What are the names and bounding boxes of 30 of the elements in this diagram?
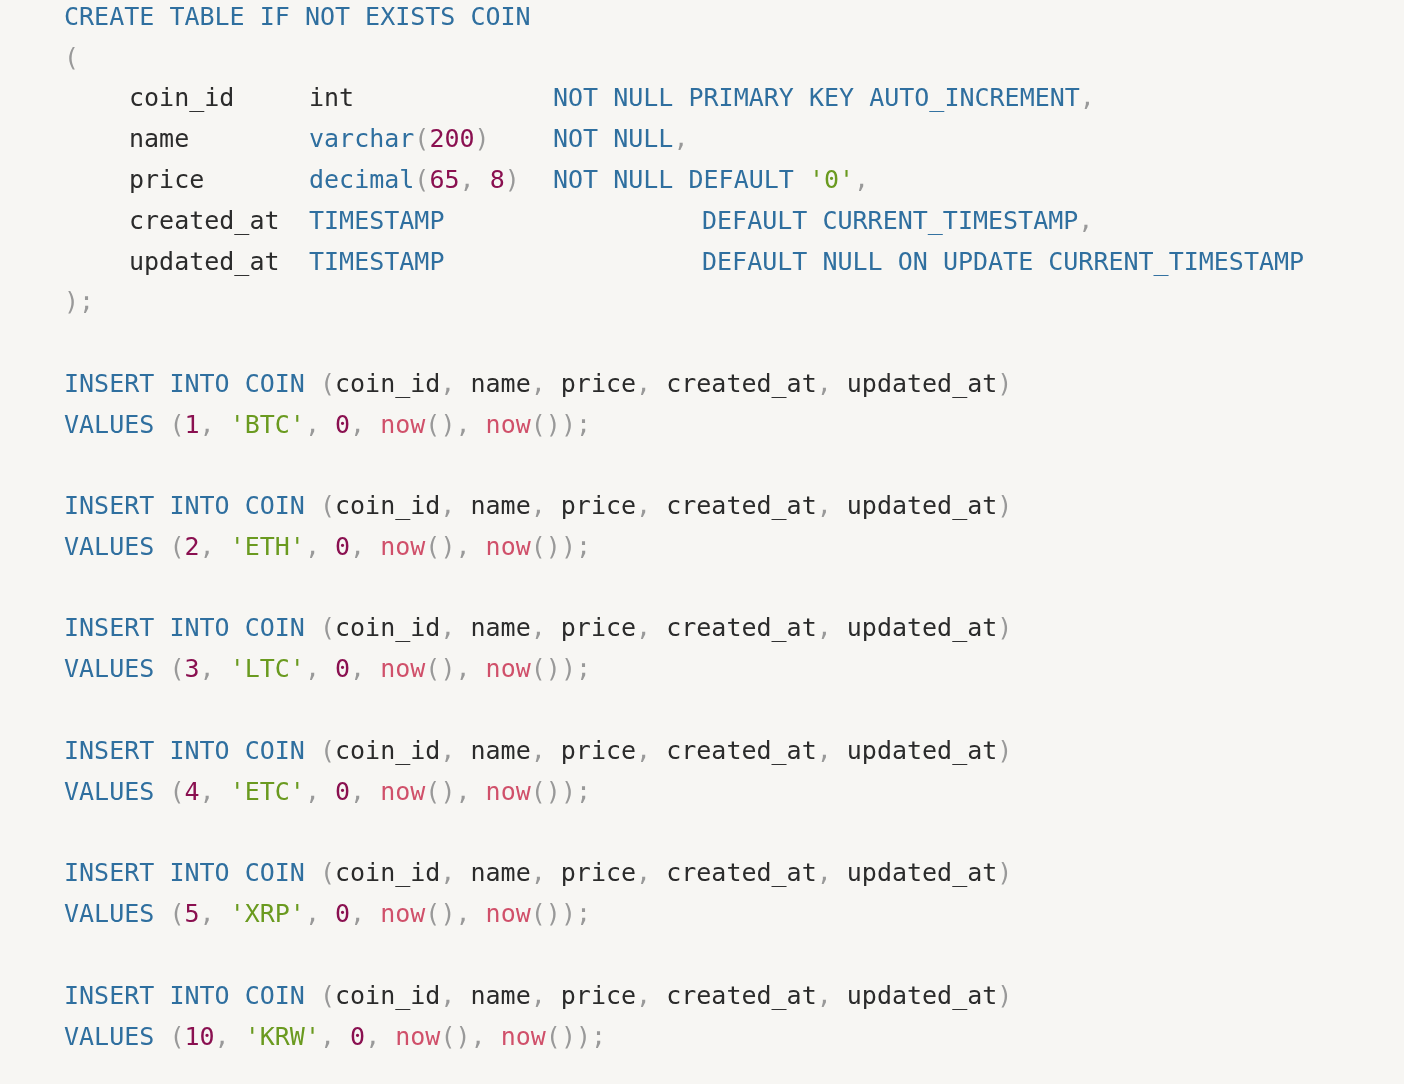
code-line: NOT NULL DEFAULT '0',	[553, 164, 870, 196]
code-line: DEFAULT CURRENT_TIMESTAMP,	[702, 205, 1094, 237]
code-line: VALUES (2, 'ETH', 0, now(), now());	[64, 531, 591, 563]
code-line: VALUES (3, 'LTC', 0, now(), now());	[64, 653, 591, 685]
code-line: VALUES (4, 'ETC', 0, now(), now());	[64, 776, 591, 808]
code-line: int	[309, 82, 355, 114]
code-line: coin_id	[129, 82, 235, 114]
code-line: varchar(200)	[309, 123, 490, 155]
code-line: created_at	[129, 205, 280, 237]
code-line: NOT NULL,	[553, 123, 689, 155]
code-line: NOT NULL PRIMARY KEY AUTO_INCREMENT,	[553, 82, 1095, 114]
code-line: VALUES (5, 'XRP', 0, now(), now());	[64, 898, 591, 930]
code-line: VALUES (10, 'KRW', 0, now(), now());	[64, 1021, 607, 1053]
code-line: TIMESTAMP	[309, 246, 445, 278]
code-line: (	[64, 42, 80, 74]
code-line: INSERT INTO COIN (coin_id, name, price, created_at, updated_at)	[64, 490, 1013, 522]
code-line: INSERT INTO COIN (coin_id, name, price, created_at, updated_at)	[64, 735, 1013, 767]
code-line: INSERT INTO COIN (coin_id, name, price, created_at, updated_at)	[64, 980, 1013, 1012]
code-line: INSERT INTO COIN (coin_id, name, price, created_at, updated_at)	[64, 368, 1013, 400]
code-line: VALUES (1, 'BTC', 0, now(), now());	[64, 409, 591, 441]
code-line: TIMESTAMP	[309, 205, 445, 237]
code-line: INSERT INTO COIN (coin_id, name, price, created_at, updated_at)	[64, 857, 1013, 889]
code-line: DEFAULT NULL ON UPDATE CURRENT_TIMESTAMP	[702, 246, 1305, 278]
code-line: updated_at	[129, 246, 280, 278]
code-line: CREATE TABLE IF NOT EXISTS COIN	[64, 1, 531, 33]
code-line: );	[64, 286, 95, 318]
code-line: price	[129, 164, 205, 196]
code-line: name	[129, 123, 190, 155]
code-line: INSERT INTO COIN (coin_id, name, price, created_at, updated_at)	[64, 612, 1013, 644]
code-line: decimal(65, 8)	[309, 164, 520, 196]
